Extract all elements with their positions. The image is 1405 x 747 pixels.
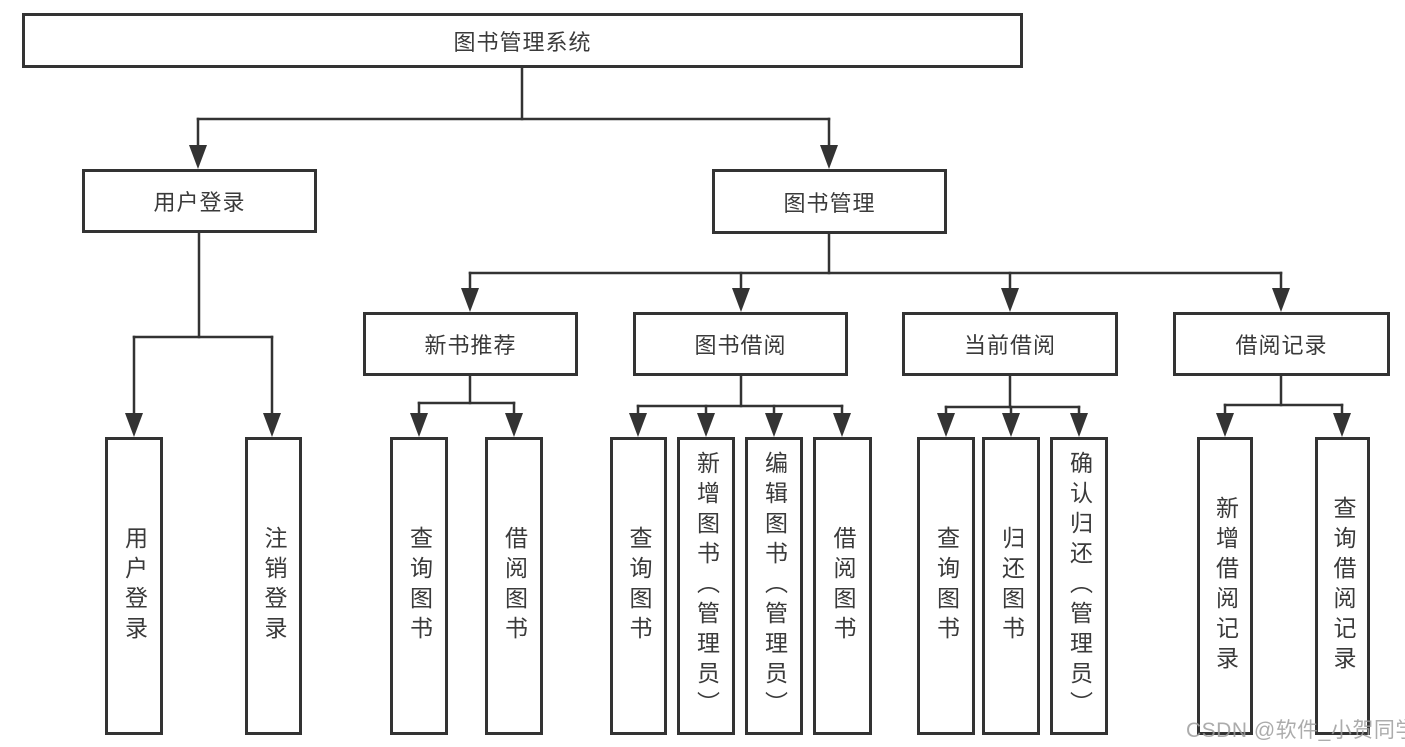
node-leaf-current-return: 归还图书: [982, 437, 1040, 735]
node-root: 图书管理系统: [22, 13, 1023, 68]
node-new-books-label: 新书推荐: [424, 333, 517, 358]
node-leaf-records-query-label: 查询借阅记录: [1330, 496, 1356, 676]
node-leaf-newbooks-borrow-label: 借阅图书: [501, 526, 528, 646]
connector-user-login-children: [125, 231, 281, 437]
node-leaf-current-return-label: 归还图书: [998, 526, 1025, 646]
node-leaf-current-confirm-label: 确认归还（管理员）: [1066, 451, 1093, 721]
node-leaf-logout-label: 注销登录: [261, 526, 287, 646]
connector-book-borrow-children: [629, 374, 851, 437]
node-leaf-current-query-label: 查询图书: [933, 526, 960, 646]
node-leaf-borrow-edit: 编辑图书（管理员）: [745, 437, 803, 735]
node-leaf-current-query: 查询图书: [917, 437, 975, 735]
node-root-label: 图书管理系统: [453, 29, 592, 55]
node-user-login-label: 用户登录: [153, 190, 246, 215]
node-leaf-borrow-borrow: 借阅图书: [813, 437, 872, 735]
node-book-mgmt-label: 图书管理: [783, 190, 876, 216]
node-leaf-borrow-edit-label: 编辑图书（管理员）: [761, 451, 788, 721]
node-current-borrow-label: 当前借阅: [963, 333, 1056, 358]
node-leaf-newbooks-query-label: 查询图书: [406, 526, 433, 646]
node-leaf-user-login: 用户登录: [105, 437, 163, 735]
node-leaf-records-add-label: 新增借阅记录: [1212, 496, 1239, 676]
csdn-watermark: CSDN @软件_小贺同学: [1186, 719, 1405, 742]
node-leaf-records-query: 查询借阅记录: [1315, 437, 1370, 735]
node-leaf-borrow-add-label: 新增图书（管理员）: [693, 451, 720, 721]
connector-borrow-records-children: [1216, 374, 1351, 437]
node-leaf-borrow-query-label: 查询图书: [626, 526, 652, 646]
node-leaf-newbooks-query: 查询图书: [390, 437, 448, 735]
node-leaf-borrow-borrow-label: 借阅图书: [830, 526, 856, 646]
node-leaf-records-add: 新增借阅记录: [1197, 437, 1253, 735]
node-leaf-borrow-add: 新增图书（管理员）: [677, 437, 735, 735]
node-new-books: 新书推荐: [363, 312, 578, 376]
node-book-borrow: 图书借阅: [633, 312, 848, 376]
node-leaf-newbooks-borrow: 借阅图书: [485, 437, 543, 735]
node-user-login: 用户登录: [82, 169, 317, 233]
node-borrow-records: 借阅记录: [1173, 312, 1390, 376]
node-current-borrow: 当前借阅: [902, 312, 1118, 376]
connector-current-borrow-children: [937, 374, 1088, 437]
node-book-borrow-label: 图书借阅: [694, 333, 787, 358]
node-leaf-logout: 注销登录: [245, 437, 302, 735]
node-borrow-records-label: 借阅记录: [1235, 333, 1328, 358]
node-leaf-current-confirm: 确认归还（管理员）: [1050, 437, 1108, 735]
node-leaf-user-login-label: 用户登录: [121, 526, 148, 646]
node-leaf-borrow-query: 查询图书: [610, 437, 667, 735]
connector-new-books-children: [410, 374, 523, 437]
connector-book-mgmt-children: [461, 232, 1290, 312]
node-book-mgmt: 图书管理: [712, 169, 947, 234]
connector-root-to-level2: [189, 66, 838, 169]
